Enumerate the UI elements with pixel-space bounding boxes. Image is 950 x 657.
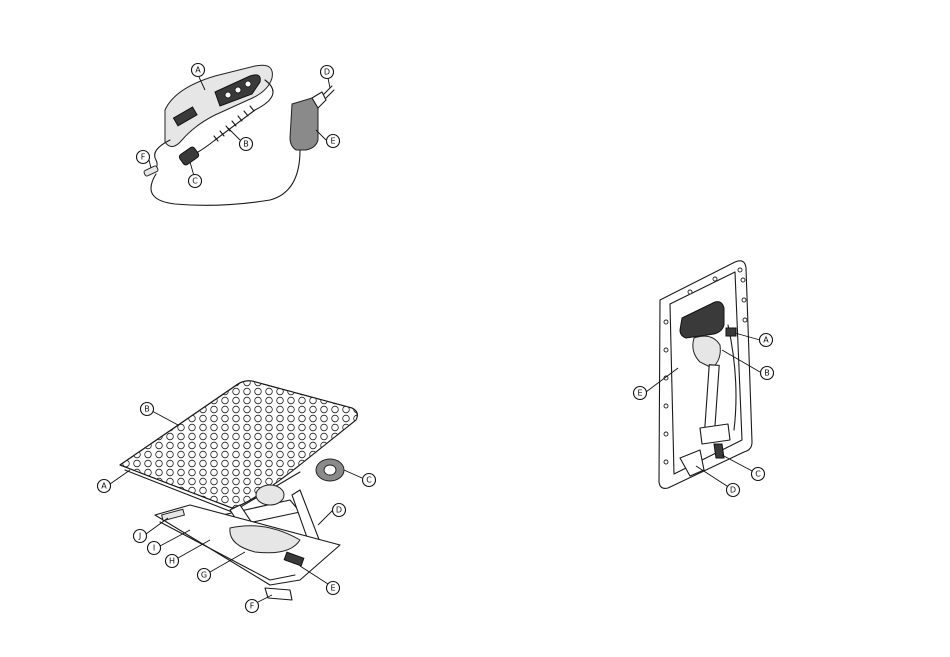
svg-text:B: B [243, 140, 249, 149]
figure-remote-control-charger [143, 65, 334, 205]
callout-fig2-a: A [98, 480, 111, 493]
callout-fig2-i: I [148, 542, 161, 555]
svg-text:B: B [144, 405, 150, 414]
svg-text:I: I [153, 544, 155, 553]
wall-charger [290, 98, 318, 150]
callout-fig2-f: F [246, 600, 259, 613]
svg-text:H: H [169, 557, 175, 566]
svg-text:G: G [201, 571, 207, 580]
backrest-plate [659, 261, 752, 489]
svg-text:A: A [101, 482, 107, 491]
svg-text:D: D [730, 486, 736, 495]
callout-fig1-f: F [137, 151, 150, 164]
callout-fig1-d: D [321, 66, 334, 79]
cable-connector [178, 146, 200, 166]
callout-fig2-h: H [166, 555, 179, 568]
callout-fig2-g: G [198, 569, 211, 582]
svg-text:J: J [138, 532, 141, 541]
charger-cable [151, 150, 300, 205]
svg-text:A: A [195, 66, 201, 75]
callout-fig3-e: E [634, 387, 647, 400]
callout-fig3-a: A [760, 334, 773, 347]
svg-text:D: D [324, 68, 330, 77]
callout-fig1-e: E [327, 135, 340, 148]
svg-text:F: F [141, 153, 146, 162]
svg-text:D: D [336, 506, 342, 515]
svg-text:E: E [330, 584, 335, 593]
svg-text:C: C [366, 476, 372, 485]
callout-fig1-a: A [192, 64, 205, 77]
callout-fig1-b: B [240, 138, 253, 151]
svg-text:E: E [330, 137, 335, 146]
callout-fig3-c: C [752, 468, 765, 481]
callout-fig3-d: D [727, 484, 740, 497]
callout-fig2-d: D [333, 504, 346, 517]
svg-text:C: C [192, 177, 198, 186]
callout-fig3-b: B [761, 367, 774, 380]
base-foot [265, 588, 292, 600]
callout-fig2-c: C [363, 474, 376, 487]
callout-fig1-c: C [189, 175, 202, 188]
callout-fig2-b: B [141, 403, 154, 416]
svg-text:F: F [250, 602, 255, 611]
svg-text:E: E [637, 389, 642, 398]
svg-text:A: A [763, 336, 769, 345]
callout-fig2-j: J [134, 530, 147, 543]
svg-text:B: B [764, 369, 770, 378]
callout-fig2-e: E [327, 582, 340, 595]
svg-text:C: C [755, 470, 761, 479]
figure-backrest-actuator [646, 261, 760, 489]
